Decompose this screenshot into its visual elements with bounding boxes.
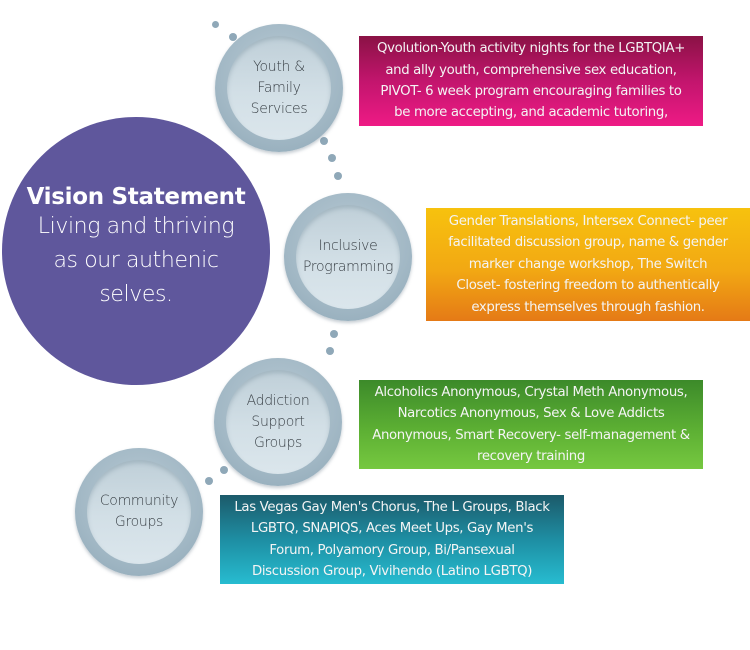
- description-line: Forum, Polyamory Group, Bi/Pansexual: [269, 542, 515, 558]
- description-line: Discussion Group, Vivihendo (Latino LGBT…: [251, 563, 533, 579]
- connector-dot: [328, 154, 336, 162]
- node-label-line: Inclusive: [318, 238, 378, 254]
- connector-dot: [334, 172, 342, 180]
- node-label-line: Addiction: [246, 392, 310, 409]
- node-inclusive-programming: Inclusive Programming: [284, 193, 412, 321]
- vision-line: Living and thriving: [37, 214, 235, 239]
- vision-line: selves.: [99, 282, 173, 307]
- node-inner: Youth & Family Services: [227, 36, 331, 140]
- node-label: Addiction Support Groups: [247, 391, 310, 454]
- description-line: recovery training: [477, 448, 585, 464]
- description-line: LGBTQ, SNAPIQS, Aces Meet Ups, Gay Men's: [250, 521, 534, 537]
- description-line: and ally youth, comprehensive sex educat…: [385, 62, 677, 78]
- node-label-line: Family: [257, 79, 301, 96]
- node-inner: Addiction Support Groups: [226, 370, 330, 474]
- description-line: Gender Translations, Intersex Connect- p…: [448, 213, 728, 229]
- node-label-line: Programming: [302, 259, 394, 275]
- node-label-line: Support: [251, 413, 305, 430]
- node-label: Inclusive Programming: [303, 236, 393, 278]
- node-youth-family-services: Youth & Family Services: [215, 24, 343, 152]
- description-line: Qvolution-Youth activity nights for the …: [376, 41, 685, 57]
- description-box-inclusive: Gender Translations, Intersex Connect- p…: [426, 208, 750, 321]
- node-label-line: Youth &: [253, 58, 305, 75]
- description-line: Narcotics Anonymous, Sex & Love Addicts: [397, 406, 665, 422]
- node-inner: Inclusive Programming: [296, 205, 400, 309]
- description-line: Las Vegas Gay Men's Chorus, The L Groups…: [234, 499, 550, 515]
- connector-dot: [205, 477, 213, 485]
- description-line: be more accepting, and academic tutoring…: [394, 105, 668, 121]
- node-label-line: Groups: [114, 514, 164, 530]
- description-line: Anonymous, Smart Recovery- self-manageme…: [372, 427, 690, 443]
- vision-statement-circle: Vision Statement Living and thriving as …: [2, 117, 270, 385]
- description-box-community: Las Vegas Gay Men's Chorus, The L Groups…: [220, 495, 564, 584]
- description-line: marker change workshop, The Switch: [468, 256, 708, 272]
- connector-dot: [320, 137, 328, 145]
- node-inner: Community Groups: [87, 460, 191, 564]
- description-box-addiction: Alcoholics Anonymous, Crystal Meth Anony…: [359, 380, 703, 469]
- description-line: Closet- fostering freedom to authentical…: [456, 278, 720, 294]
- description-line: PIVOT- 6 week program encouraging famili…: [380, 84, 682, 99]
- description-line: facilitated discussion group, name & gen…: [448, 235, 728, 251]
- vision-title: Vision Statement: [26, 184, 246, 210]
- node-addiction-support-groups: Addiction Support Groups: [214, 358, 342, 486]
- connector-dot: [326, 347, 334, 355]
- connector-dot: [212, 21, 219, 28]
- connector-dot: [220, 466, 228, 474]
- description-box-youth: Qvolution-Youth activity nights for the …: [359, 36, 703, 126]
- node-community-groups: Community Groups: [75, 448, 203, 576]
- node-label-line: Groups: [253, 434, 303, 451]
- node-label-line: Community: [99, 493, 179, 509]
- node-label: Community Groups: [99, 491, 179, 533]
- description-line: Alcoholics Anonymous, Crystal Meth Anony…: [374, 384, 688, 400]
- connector-dot: [229, 33, 237, 41]
- vision-line: as our authenic: [53, 248, 219, 273]
- node-label-line: Services: [250, 100, 308, 117]
- vision-body: Living and thriving as our authenic selv…: [26, 210, 246, 312]
- connector-dot: [330, 330, 338, 338]
- description-line: express themselves through fashion.: [471, 299, 705, 315]
- node-label: Youth & Family Services: [251, 57, 308, 120]
